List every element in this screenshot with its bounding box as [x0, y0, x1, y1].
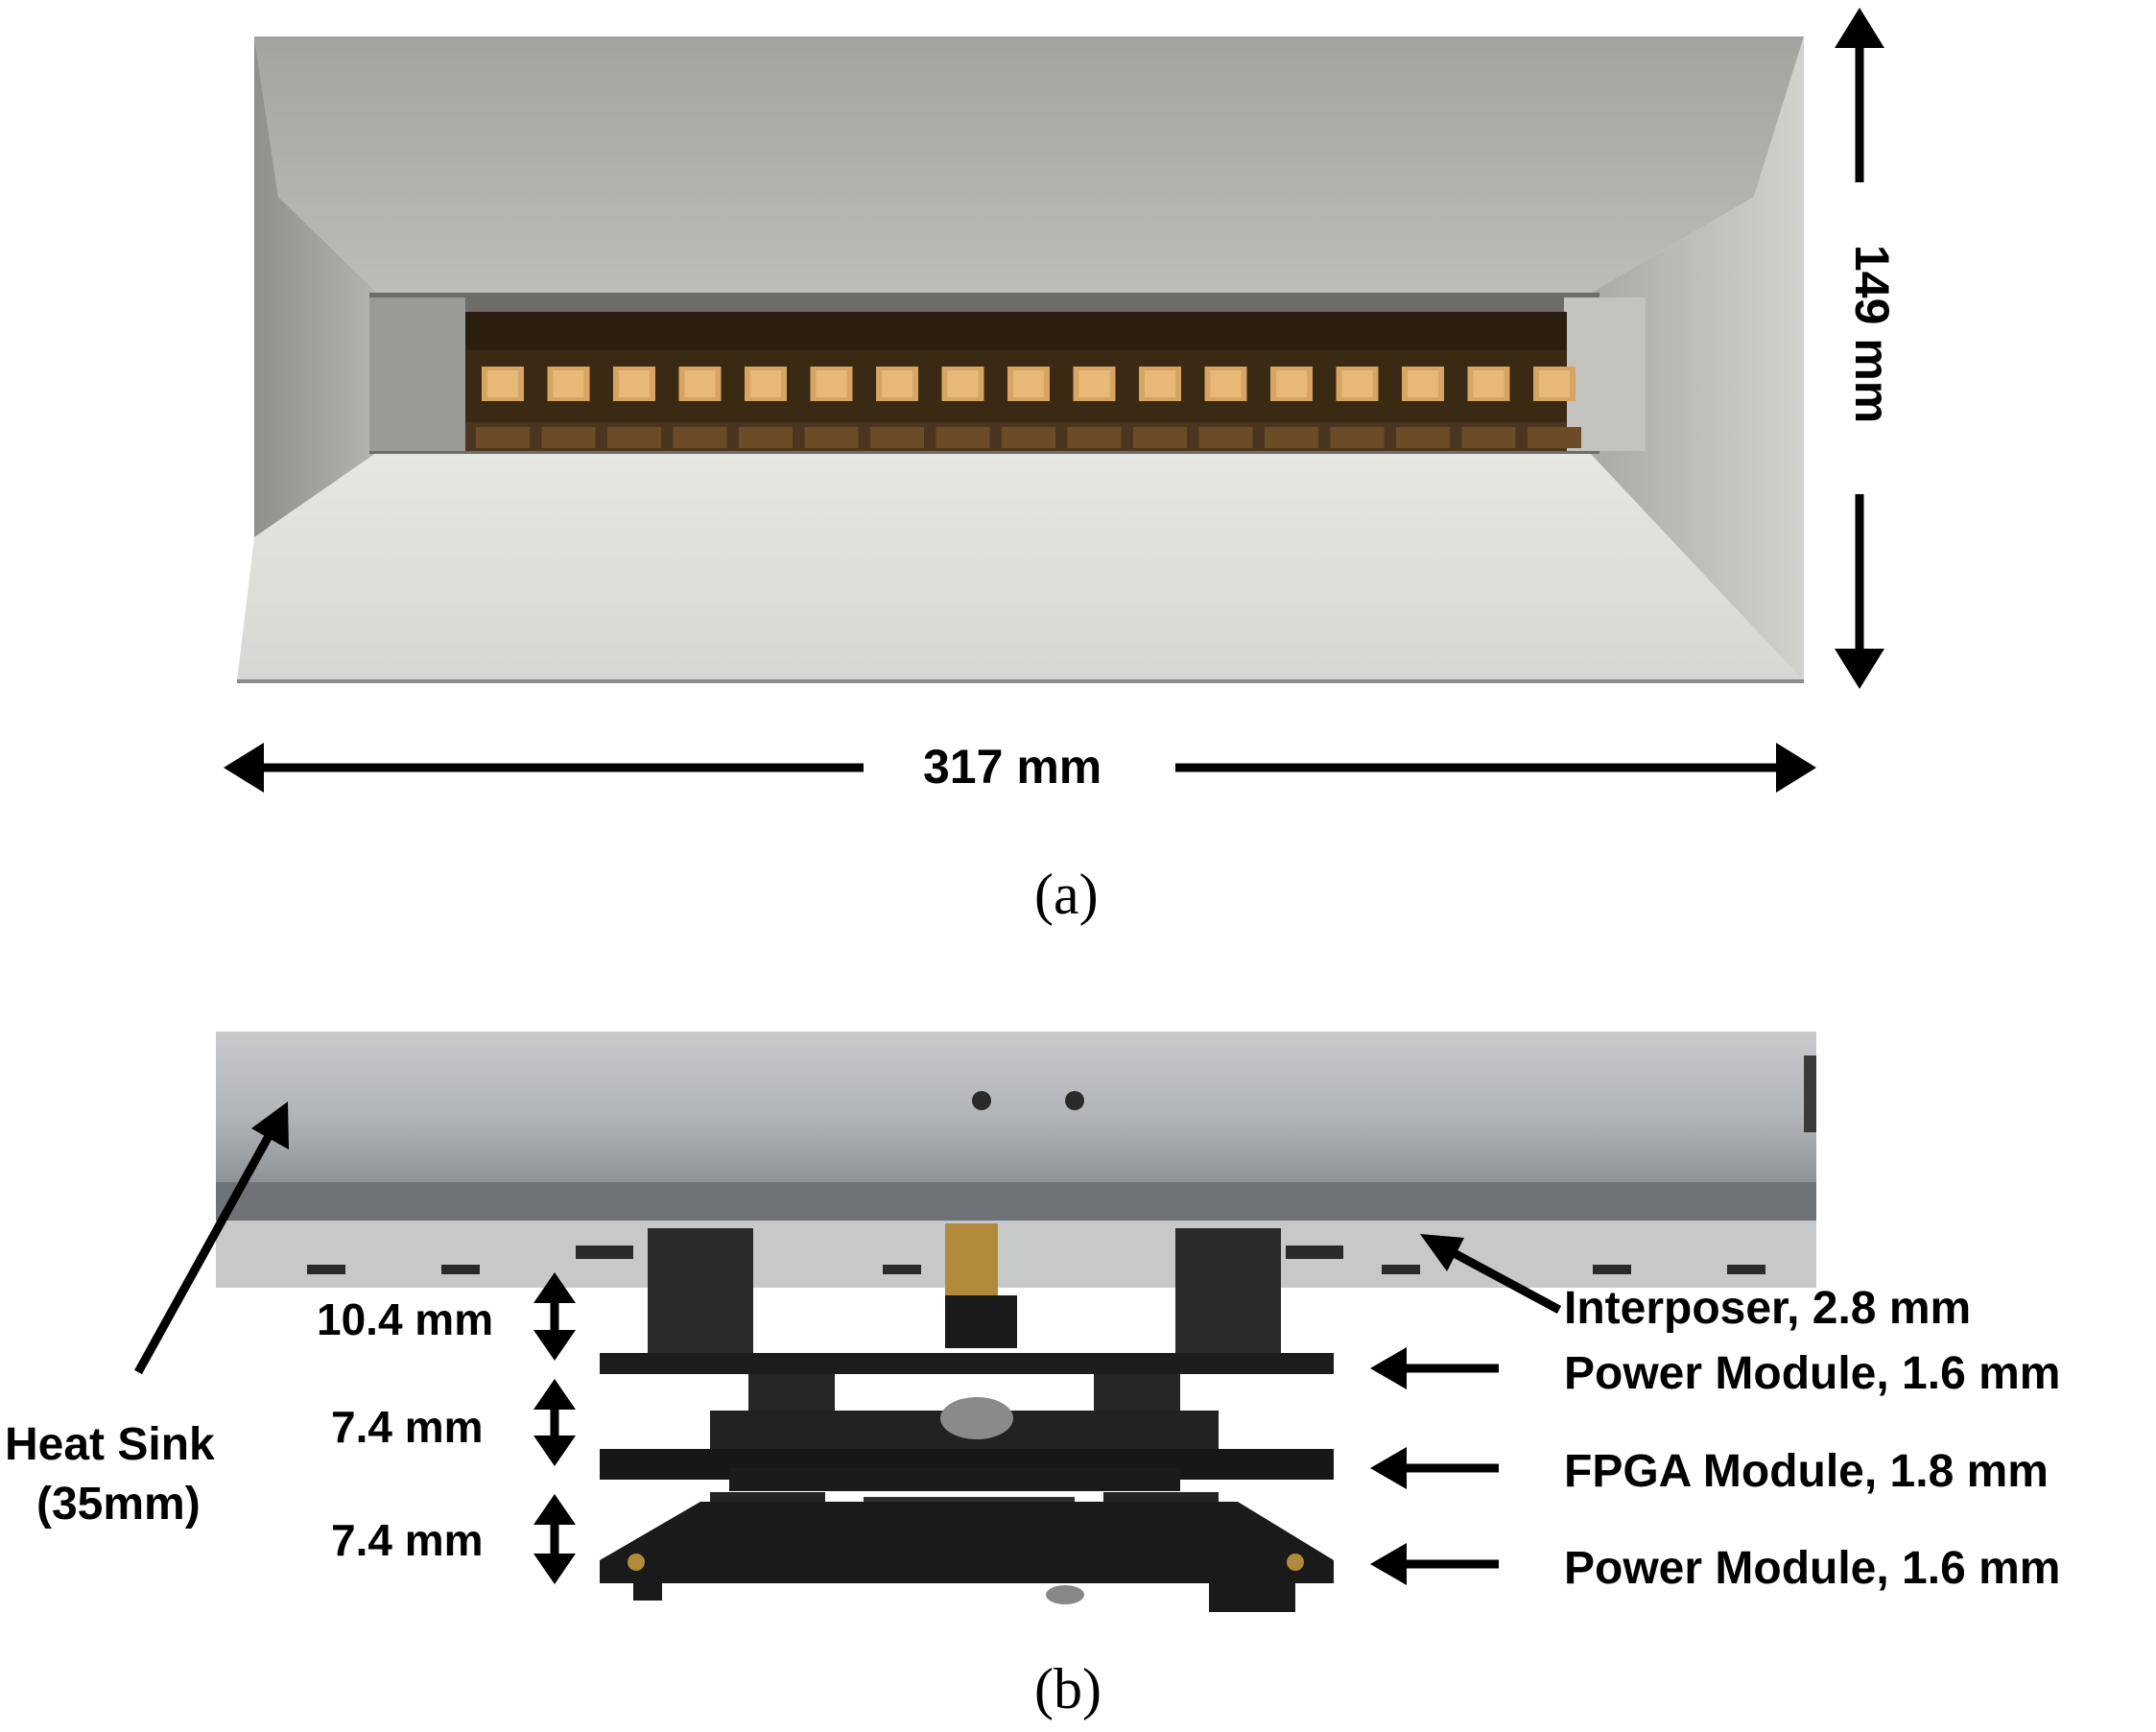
array-element-patch — [487, 370, 518, 397]
power-module-bottom-label: Power Module, 1.6 mm — [1564, 1543, 2061, 1594]
caption-a: (a) — [1034, 863, 1099, 926]
power-module-top — [600, 1223, 1334, 1374]
array-element-base — [1002, 427, 1055, 448]
array-element-base — [1396, 427, 1450, 448]
power-module-bottom-arrow — [1370, 1543, 1499, 1585]
array-element-patch — [947, 370, 979, 397]
array-element-patch — [1341, 370, 1373, 397]
interposer-label: Interposer, 2.8 mm — [1564, 1283, 1972, 1334]
array-element-patch — [684, 370, 716, 397]
array-element-base — [1265, 427, 1318, 448]
array-element-base — [541, 427, 596, 448]
heat-sink-label-line2: (35mm) — [36, 1479, 201, 1530]
array-element-patch — [619, 370, 650, 397]
array-element-base — [607, 427, 661, 448]
power-module-top-label: Power Module, 1.6 mm — [1564, 1348, 2061, 1399]
array-element-patch — [1276, 370, 1307, 397]
array-element-base — [476, 427, 530, 448]
gap-arrow-3 — [533, 1494, 576, 1584]
interposer-pointer-arrow — [1420, 1234, 1562, 1314]
array-element-patch — [1473, 370, 1504, 397]
array-element-base — [739, 427, 793, 448]
heat-sink-pointer-arrow — [134, 1102, 289, 1375]
array-element-patch — [882, 370, 912, 397]
array-element-base — [1528, 427, 1581, 448]
width-dimension-label: 317 mm — [923, 740, 1102, 794]
array-element-patch — [1078, 370, 1110, 397]
array-element-base — [804, 427, 859, 448]
array-element-patch — [553, 370, 584, 397]
array-element-patch — [1013, 370, 1044, 397]
array-element-patch — [1408, 370, 1438, 397]
fpga-module-arrow — [1370, 1447, 1499, 1489]
caption-b: (b) — [1034, 1657, 1102, 1720]
array-element-base — [673, 427, 727, 448]
array-element-base — [1198, 427, 1253, 448]
power-module-bottom — [600, 1492, 1334, 1612]
array-element-base — [1133, 427, 1187, 448]
heat-sink-label-line1: Heat Sink — [5, 1419, 215, 1470]
gap-label-2: 7.4 mm — [331, 1402, 484, 1452]
array-element-base — [1330, 427, 1385, 448]
gap-label-3: 7.4 mm — [331, 1515, 484, 1565]
array-element-patch — [750, 370, 781, 397]
fpga-module-label: FPGA Module, 1.8 mm — [1564, 1446, 2049, 1497]
gap-label-1: 10.4 mm — [317, 1294, 494, 1344]
width-arrow — [224, 743, 1816, 793]
fpga-module — [600, 1374, 1334, 1491]
heat-sink — [216, 1032, 1816, 1288]
gap-arrow-1 — [533, 1272, 576, 1361]
array-element-base — [1067, 427, 1122, 448]
power-module-top-arrow — [1370, 1347, 1499, 1389]
array-element-patch — [1210, 370, 1242, 397]
array-element-base — [936, 427, 990, 448]
array-element-patch — [816, 370, 847, 397]
array-element-patch — [1145, 370, 1175, 397]
array-element-patch — [1539, 370, 1570, 397]
array-element-base — [1461, 427, 1516, 448]
gap-arrow-2 — [533, 1379, 576, 1466]
interposer-components — [307, 1246, 1765, 1274]
height-arrow — [1835, 8, 1884, 689]
array-element-base — [870, 427, 924, 448]
